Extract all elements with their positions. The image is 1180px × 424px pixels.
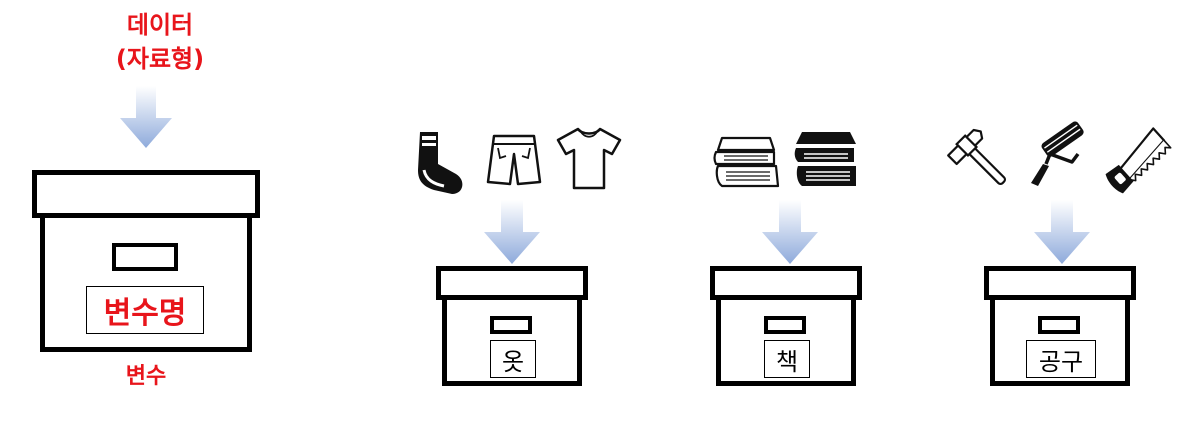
variable-box-handle xyxy=(112,243,178,271)
books-box-lid xyxy=(710,266,862,300)
books-box-handle xyxy=(764,316,806,334)
data-type-label-line1: 데이터 xyxy=(126,11,194,39)
variable-name-label: 변수명 xyxy=(86,286,204,334)
down-arrow-icon xyxy=(484,200,540,264)
tshirt-icon xyxy=(556,127,622,190)
shorts-icon xyxy=(486,134,542,186)
clothes-box-lid xyxy=(436,266,588,300)
variable-caption: 변수 xyxy=(125,364,167,389)
paint-roller-icon xyxy=(1031,121,1084,186)
sock-icon xyxy=(418,132,463,194)
clothes-box-label: 옷 xyxy=(490,340,536,378)
books-outline-icon xyxy=(713,136,780,188)
books-box-label: 책 xyxy=(764,340,810,378)
tools-box-label: 공구 xyxy=(1026,340,1096,378)
tools-box-lid xyxy=(984,266,1136,300)
data-type-label-line2: (자료형) xyxy=(115,45,205,73)
down-arrow-icon xyxy=(120,86,172,148)
data-type-label: 데이터 (자료형) xyxy=(60,8,260,76)
clothes-box-handle xyxy=(490,316,532,334)
tools-box-handle xyxy=(1038,316,1080,334)
saw-icon xyxy=(1105,127,1172,194)
down-arrow-icon xyxy=(762,200,818,264)
books-solid-icon xyxy=(794,132,856,186)
down-arrow-icon xyxy=(1034,200,1090,264)
hammer-icon xyxy=(947,128,1007,186)
variable-box-lid xyxy=(32,170,260,218)
